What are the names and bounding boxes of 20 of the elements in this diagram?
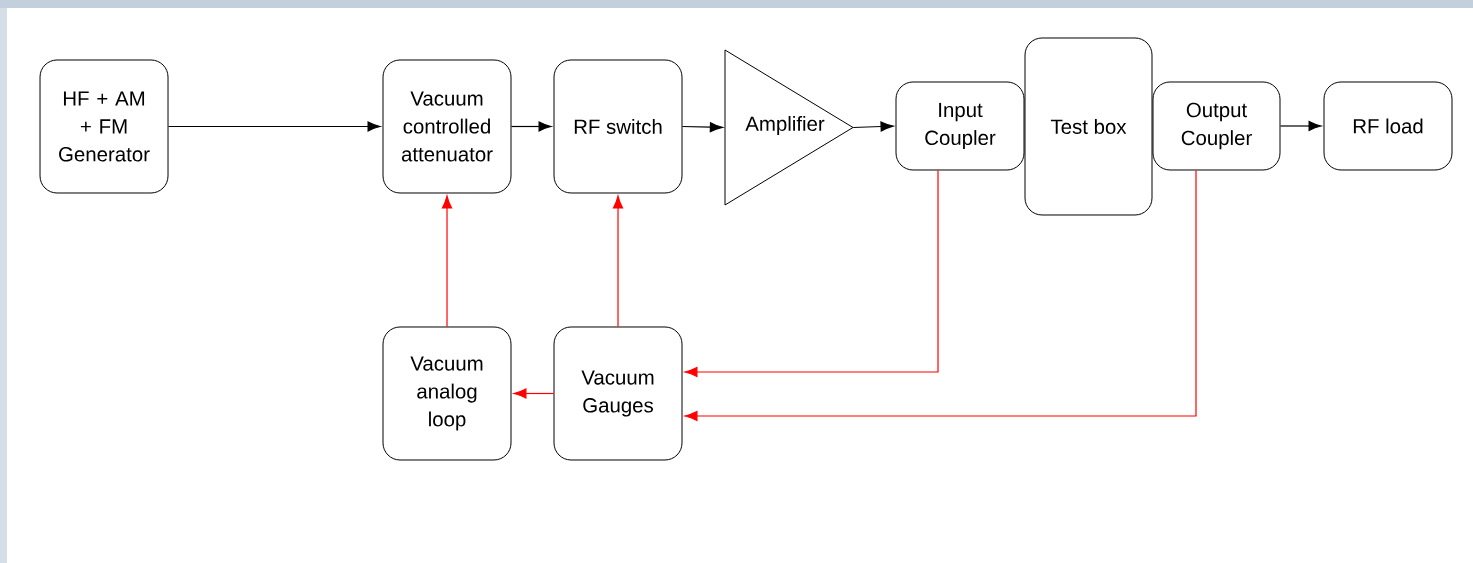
block-box: HF + AM + FM Generator (39, 59, 169, 194)
block-box: Vacuum analog loop (382, 326, 512, 461)
block-box: Output Coupler (1152, 81, 1281, 171)
arrow (167, 121, 381, 132)
block-box: Input Coupler (895, 81, 1025, 171)
arrow (684, 169, 939, 378)
amplifier-triangle: Amplifier (724, 49, 854, 206)
block-box: Vacuum controlled attenuator (382, 59, 512, 194)
block-box: RF switch (553, 59, 683, 194)
arrow (1279, 120, 1322, 132)
arrow (513, 388, 555, 399)
block-box: Test box (1024, 37, 1153, 216)
arrow (510, 121, 552, 132)
block-box: Vacuum Gauges (553, 326, 683, 461)
block-box: RF load (1323, 81, 1453, 171)
arrow (441, 195, 453, 328)
arrow (681, 122, 723, 133)
arrow (852, 121, 894, 132)
arrow (684, 169, 1197, 422)
arrow (612, 195, 624, 328)
